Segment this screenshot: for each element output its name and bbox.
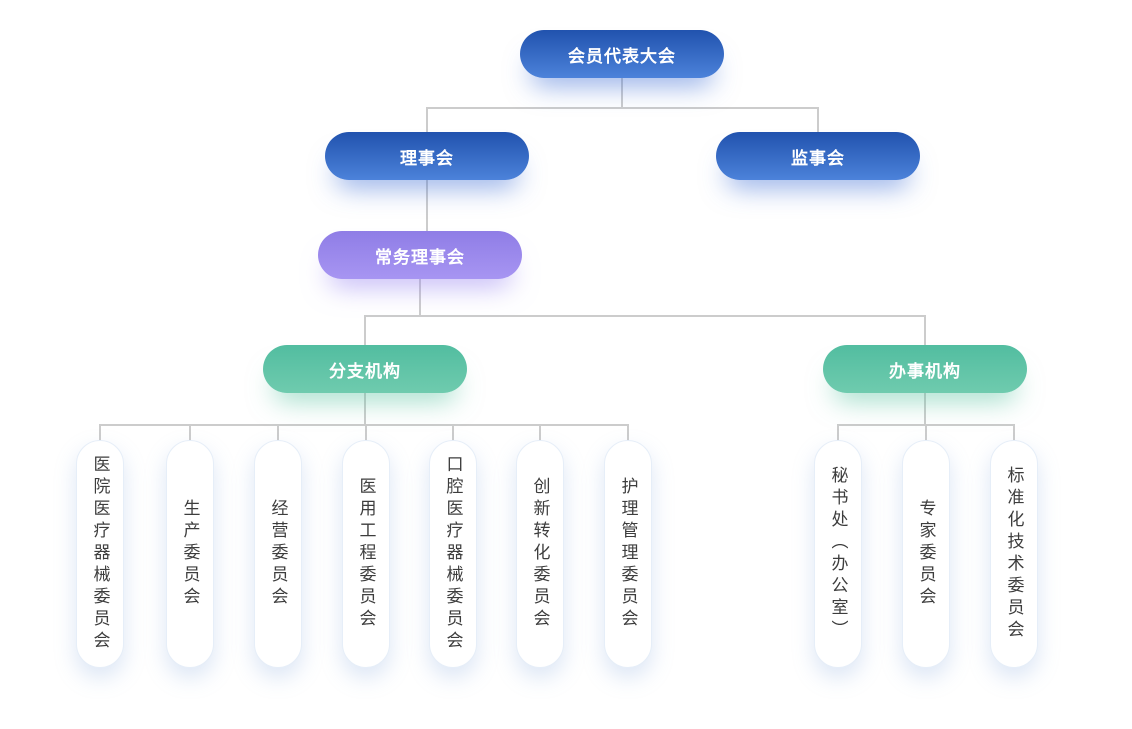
node-branch-organs[interactable]: 分支机构 xyxy=(263,345,467,393)
leaf-label: 专家委员会 xyxy=(916,499,936,609)
leaf-label: 生产委员会 xyxy=(180,499,200,609)
connector-branch-stub xyxy=(277,425,279,442)
connector-council-standing xyxy=(426,180,428,231)
leaf-label: 标准化技术委员会 xyxy=(1004,466,1024,642)
connector-office-up xyxy=(924,316,926,345)
leaf-medical-engineering-committee[interactable]: 医用工程委员会 xyxy=(342,440,390,668)
connector-branch-stub xyxy=(539,425,541,442)
leaf-label: 医用工程委员会 xyxy=(356,477,376,631)
connector-office-stub xyxy=(837,425,839,442)
leaf-label: 秘书处（办公室） xyxy=(828,466,848,642)
connector-divisions-horizontal xyxy=(364,315,926,317)
leaf-hospital-device-committee[interactable]: 医院医疗器械委员会 xyxy=(76,440,124,668)
connector-branch-up xyxy=(364,316,366,345)
connector-root-down xyxy=(621,78,623,108)
leaf-standardization-tech-committee[interactable]: 标准化技术委员会 xyxy=(990,440,1038,668)
connector-supervisor-up xyxy=(817,108,819,132)
connector-boards-horizontal xyxy=(426,107,819,109)
leaf-operation-committee[interactable]: 经营委员会 xyxy=(254,440,302,668)
leaf-label: 经营委员会 xyxy=(268,499,288,609)
node-supervisory-board[interactable]: 监事会 xyxy=(716,132,920,180)
node-council[interactable]: 理事会 xyxy=(325,132,529,180)
connector-branch-stub xyxy=(99,425,101,442)
node-standing-council[interactable]: 常务理事会 xyxy=(318,231,522,279)
leaf-nursing-management-committee[interactable]: 护理管理委员会 xyxy=(604,440,652,668)
connector-branch-horizontal xyxy=(99,424,629,426)
connector-office-stub xyxy=(1013,425,1015,442)
node-member-assembly[interactable]: 会员代表大会 xyxy=(520,30,724,78)
leaf-expert-committee[interactable]: 专家委员会 xyxy=(902,440,950,668)
connector-office-stub xyxy=(925,425,927,442)
connector-standing-down xyxy=(419,278,421,316)
connector-office-down xyxy=(924,392,926,425)
node-office-organs[interactable]: 办事机构 xyxy=(823,345,1027,393)
leaf-secretariat-office[interactable]: 秘书处（办公室） xyxy=(814,440,862,668)
connector-council-up xyxy=(426,108,428,132)
leaf-innovation-transfer-committee[interactable]: 创新转化委员会 xyxy=(516,440,564,668)
leaf-production-committee[interactable]: 生产委员会 xyxy=(166,440,214,668)
connector-branch-stub xyxy=(452,425,454,442)
leaf-label: 创新转化委员会 xyxy=(530,477,550,631)
leaf-dental-device-committee[interactable]: 口腔医疗器械委员会 xyxy=(429,440,477,668)
leaf-label: 口腔医疗器械委员会 xyxy=(443,455,463,653)
leaf-label: 护理管理委员会 xyxy=(618,477,638,631)
leaf-label: 医院医疗器械委员会 xyxy=(90,455,110,653)
connector-branch-down xyxy=(364,392,366,425)
connector-branch-stub xyxy=(627,425,629,442)
connector-branch-stub xyxy=(365,425,367,442)
connector-branch-stub xyxy=(189,425,191,442)
